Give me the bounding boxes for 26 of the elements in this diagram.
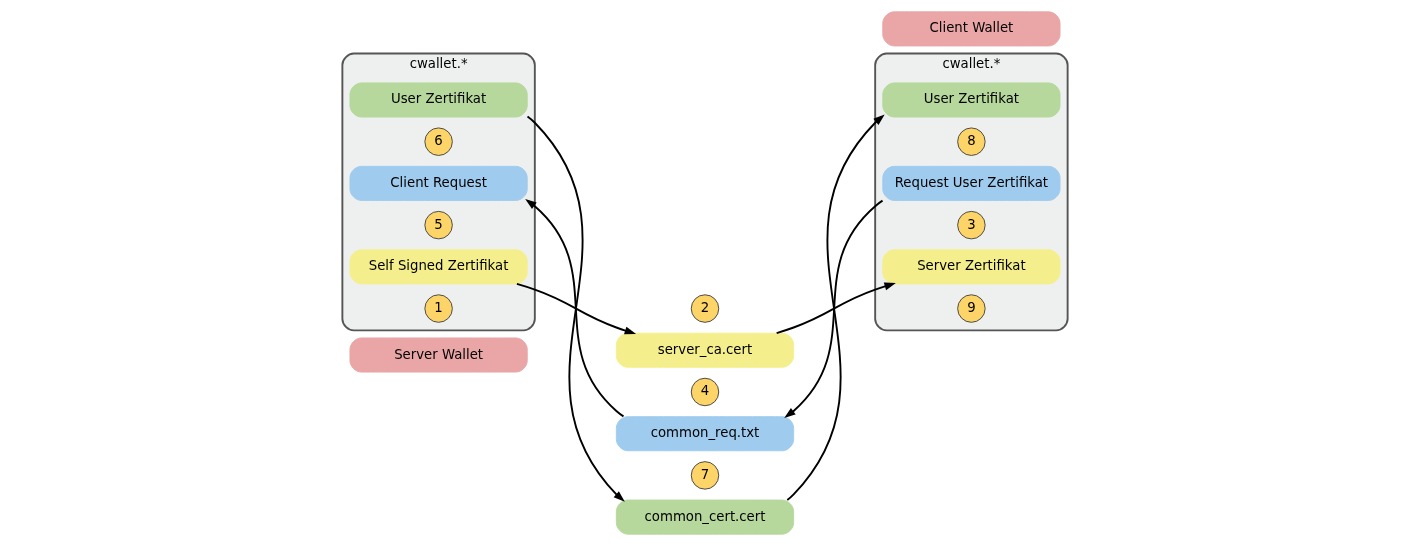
node-box: User Zertifikat — [882, 82, 1061, 118]
node-circle: 7 — [690, 461, 720, 490]
node-box: Request User Zertifikat — [882, 165, 1061, 201]
node-box: common_cert.cert — [615, 499, 795, 535]
arrow — [786, 114, 885, 501]
node-circle: 9 — [957, 294, 986, 323]
node-box: User Zertifikat — [349, 82, 528, 118]
node-circle: 8 — [957, 127, 986, 156]
arrow — [525, 198, 625, 418]
node-circle: 3 — [957, 210, 986, 240]
node-circle: 4 — [690, 377, 720, 407]
node-box: Server Zertifikat — [882, 249, 1061, 285]
arrow — [784, 199, 884, 419]
node-box: Client Wallet — [882, 11, 1061, 47]
arrow — [775, 282, 896, 335]
arrow — [515, 282, 637, 335]
node-box: Server Wallet — [349, 337, 528, 373]
node-circle: 6 — [424, 127, 453, 156]
node-box: Self Signed Zertifikat — [349, 249, 528, 285]
node-box: common_req.txt — [615, 416, 795, 452]
node-box: Client Request — [349, 165, 528, 201]
node-circle: 1 — [424, 294, 453, 323]
node-box: server_ca.cert — [615, 332, 795, 368]
arrow — [526, 115, 625, 502]
node-circle: 2 — [690, 294, 720, 323]
node-circle: 5 — [424, 210, 453, 240]
